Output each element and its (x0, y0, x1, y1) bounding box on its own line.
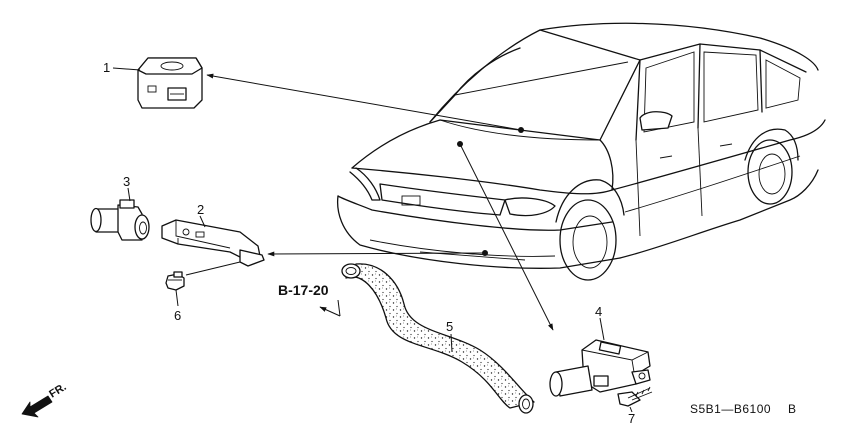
part-7-screw[interactable] (617, 386, 653, 407)
part-3-sensor[interactable] (90, 199, 150, 241)
part-2-bracket[interactable] (161, 219, 265, 267)
part-number-4: 4 (595, 304, 602, 319)
part-6-bolt[interactable] (165, 261, 241, 291)
part-number-3: 3 (123, 174, 130, 189)
part-5-hose[interactable] (341, 263, 535, 414)
diagram-code: S5B1—B6100 (690, 402, 771, 416)
leader-arrows (206, 73, 554, 331)
part-number-7: 7 (628, 411, 635, 425)
car-mount-points (457, 127, 524, 256)
part-number-1: 1 (103, 60, 110, 75)
car-illustration (336, 22, 826, 281)
part-number-5: 5 (446, 319, 453, 334)
diagram-revision: B (788, 402, 797, 416)
front-label: FR. (47, 381, 68, 401)
reference-callout[interactable]: B-17-20 (278, 282, 341, 317)
part-number-6: 6 (174, 308, 181, 323)
reference-label[interactable]: B-17-20 (278, 282, 329, 298)
part-1-switch[interactable] (137, 57, 203, 109)
front-arrow-icon (21, 395, 53, 418)
part-4-valve[interactable] (549, 339, 651, 397)
front-direction-indicator: FR. (21, 381, 69, 418)
part-number-2: 2 (197, 202, 204, 217)
